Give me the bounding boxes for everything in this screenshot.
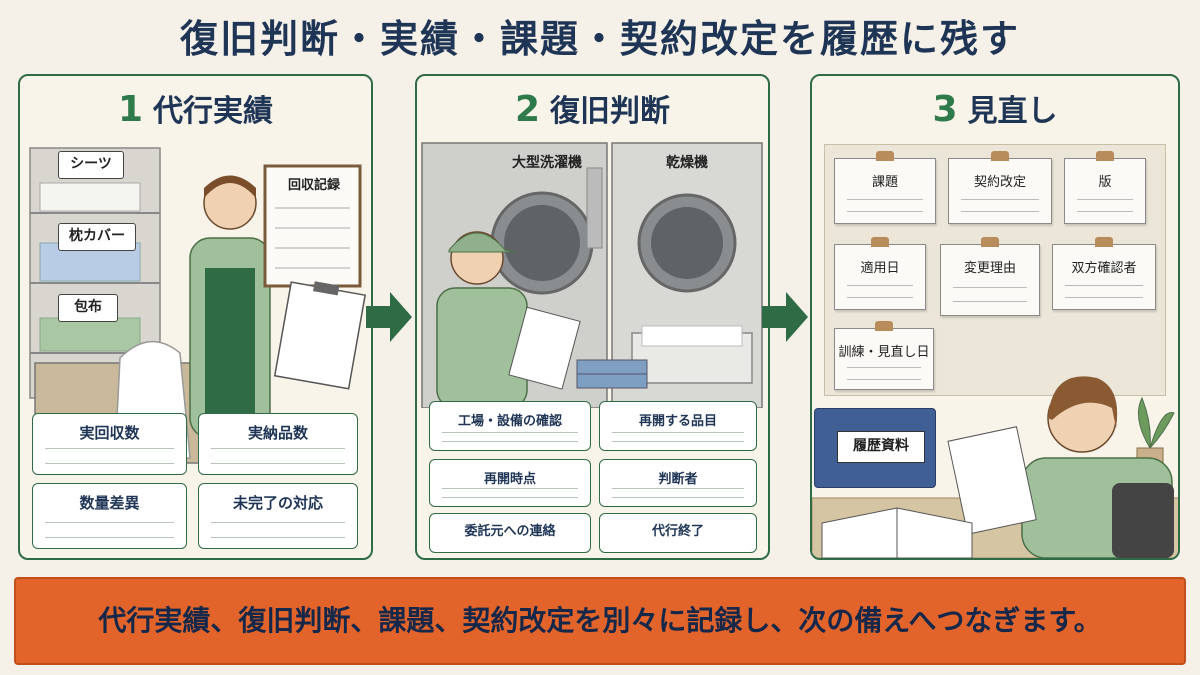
- field-pending-actions: 未完了の対応: [198, 483, 358, 549]
- note-contract-revision: 契約改定: [948, 151, 1052, 224]
- field-facility-check: 工場・設備の確認: [429, 401, 591, 451]
- reviewer-desk-illustration: [812, 376, 1178, 558]
- field-client-contact: 委託元への連絡: [429, 513, 591, 553]
- field-quantity-difference: 数量差異: [32, 483, 187, 549]
- step-title: 代行実績: [153, 94, 274, 129]
- step-title: 復旧判断: [550, 94, 671, 129]
- page-title: 復旧判断・実績・課題・契約改定を履歴に残す: [179, 17, 1020, 61]
- arrow-right-icon: [366, 292, 412, 342]
- step-number: 2: [514, 89, 541, 130]
- step-title: 見直し: [967, 94, 1058, 129]
- panel-performance: 1 代行実績 シーツ 枕カバー 包布 回収記録 実回収数 実納品数: [18, 74, 373, 560]
- note-change-reason: 変更理由: [940, 237, 1040, 316]
- field-decision-maker: 判断者: [599, 459, 757, 507]
- note-training-review-date: 訓練・見直し日: [834, 321, 934, 390]
- arrow-right-icon: [762, 292, 808, 342]
- binder-label: 履歴資料: [837, 431, 925, 463]
- field-actual-collected: 実回収数: [32, 413, 187, 475]
- panel-heading: 3 見直し: [812, 86, 1178, 130]
- step-number: 1: [117, 89, 144, 130]
- field-resume-time: 再開時点: [429, 459, 591, 507]
- step-number: 3: [932, 89, 958, 130]
- field-resume-items: 再開する品目: [599, 401, 757, 451]
- summary-banner: 代行実績、復旧判断、課題、契約改定を別々に記録し、次の備えへつなぎます。: [14, 577, 1186, 665]
- board-label: 回収記録: [287, 178, 340, 193]
- panel-recovery-decision: 2 復旧判断 大型洗濯機 乾燥機 工場・設備の確認 再開する品目 再開時点 判断者: [415, 74, 770, 560]
- note-issues: 課題: [834, 151, 936, 224]
- machine-label-dryer: 乾燥機: [666, 155, 708, 171]
- shelf-label-pillowcase: 枕カバー: [58, 223, 136, 251]
- machine-label-washer: 大型洗濯機: [512, 155, 582, 171]
- field-actual-delivered: 実納品数: [198, 413, 358, 475]
- panel-heading: 2 復旧判断: [417, 86, 768, 130]
- note-effective-date: 適用日: [834, 237, 926, 310]
- note-version: 版: [1064, 151, 1146, 224]
- panel-heading: 1 代行実績: [20, 86, 371, 130]
- shelf-label-duvet: 包布: [58, 294, 118, 322]
- shelf-label-sheets: シーツ: [58, 151, 124, 179]
- history-binder: 履歴資料: [814, 408, 936, 488]
- machine-inspection-illustration: [421, 142, 763, 408]
- panel-review: 3 見直し 課題 契約改定 版 適用日 変更理由 双方確認者 訓練・見直し日 履歴…: [810, 74, 1180, 560]
- field-substitute-end: 代行終了: [599, 513, 757, 553]
- note-mutual-confirmer: 双方確認者: [1052, 237, 1156, 310]
